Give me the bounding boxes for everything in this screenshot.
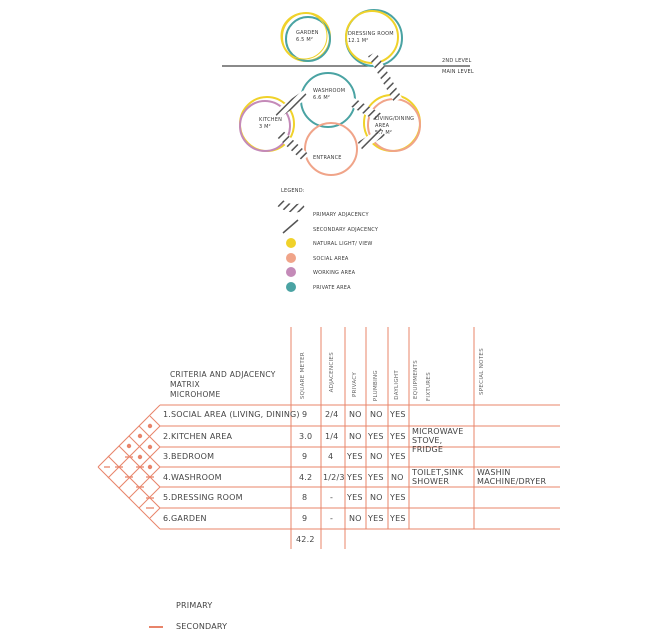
- row-3-daylight: YES: [390, 452, 406, 461]
- matrix-primary-dots: [126, 423, 153, 470]
- legend-primary-symbol: [277, 199, 306, 213]
- row-3-sqm: 9: [302, 452, 308, 461]
- row-2-plumbing: YES: [368, 432, 384, 441]
- row-3-privacy: YES: [347, 452, 363, 461]
- row-6-privacy: NO: [349, 514, 362, 523]
- dressing-area: 12.1 M²: [348, 38, 369, 44]
- matrix-secondary-marks: [104, 456, 154, 509]
- entrance-bubble: [304, 122, 358, 176]
- row-2-fixtures: MICROWAVE STOVE, FRIDGE: [412, 427, 464, 454]
- row-5-daylight: YES: [390, 493, 406, 502]
- header-special-notes: SPECIAL NOTES: [479, 348, 485, 395]
- key-primary-label: PRIMARY: [176, 601, 213, 610]
- kitchen-bubble: [239, 96, 295, 152]
- row-4-notes: WASHIN MACHINE/DRYER: [477, 468, 547, 486]
- legend-secondary-symbol: [282, 219, 299, 234]
- row-4-sqm: 4.2: [299, 473, 313, 482]
- row-4-name: 4.WASHROOM: [163, 473, 222, 482]
- row-1-sqm: 9: [302, 410, 308, 419]
- row-5-privacy: YES: [347, 493, 363, 502]
- row-5-adj: -: [330, 493, 334, 502]
- header-daylight: DAYLIGHT: [394, 370, 400, 400]
- row-4-privacy: YES: [347, 473, 363, 482]
- garden-area: 6.5 M²: [296, 37, 314, 43]
- header-adjacencies: ADJACENCIES: [329, 352, 335, 393]
- matrix-title-1: CRITERIA AND ADJACENCY: [170, 370, 276, 379]
- level-upper-label: 2ND LEVEL: [442, 58, 472, 64]
- row-6-sqm: 9: [302, 514, 308, 523]
- row-4-daylight: NO: [391, 473, 404, 482]
- matrix-title-2: MATRIX: [170, 380, 200, 389]
- row-1-privacy: NO: [349, 410, 362, 419]
- row-3-adj: 4: [328, 452, 334, 461]
- row-6-plumbing: YES: [368, 514, 384, 523]
- legend-private-dot: [286, 282, 296, 292]
- bubble-diagram: [222, 9, 470, 292]
- legend-item-natural-light: NATURAL LIGHT/ VIEW: [313, 241, 373, 247]
- row-5-name: 5.DRESSING ROOM: [163, 493, 243, 502]
- legend-title: LEGEND:: [281, 188, 305, 194]
- level-main-label: MAIN LEVEL: [442, 69, 474, 75]
- key-secondary-label: SECONDARY: [176, 622, 228, 631]
- kitchen-label: KITCHEN: [259, 117, 283, 123]
- row-6-daylight: YES: [390, 514, 406, 523]
- row-3-plumbing: NO: [370, 452, 383, 461]
- dressing-label: DRESSING ROOM: [348, 31, 394, 37]
- legend-natural-light-dot: [286, 238, 296, 248]
- garden-label: GARDEN: [296, 30, 319, 36]
- row-1-name: 1.SOCIAL AREA (LIVING, DINING): [163, 410, 300, 419]
- total-sqm: 42.2: [296, 535, 315, 544]
- legend-item-social: SOCIAL AREA: [313, 256, 349, 262]
- entrance-label: ENTRANCE: [313, 155, 342, 161]
- primary-adjacency-washroom-living: [349, 98, 383, 122]
- row-2-adj: 1/4: [325, 432, 339, 441]
- row-5-plumbing: NO: [370, 493, 383, 502]
- row-4-adj: 1/2/3: [323, 473, 345, 482]
- legend-item-primary: PRIMARY ADJACENCY: [313, 212, 369, 218]
- row-2-daylight: YES: [390, 432, 406, 441]
- primary-adjacency-entrance-living: [357, 128, 386, 150]
- primary-adjacency-dressing-living: [368, 51, 402, 103]
- kitchen-area: 3 M²: [259, 124, 271, 130]
- row-2-sqm: 3.0: [299, 432, 313, 441]
- header-privacy: PRIVACY: [352, 372, 358, 398]
- living-label-1: LIVING/DINING: [375, 116, 415, 122]
- row-1-plumbing: NO: [370, 410, 383, 419]
- header-plumbing: PLUMBING: [373, 370, 379, 402]
- primary-adjacency-kitchen-washroom: [273, 90, 309, 119]
- legend-social-dot: [286, 253, 296, 263]
- matrix-grid: [97, 327, 560, 549]
- legend-item-secondary: SECONDARY ADJACENCY: [313, 227, 379, 233]
- washroom-area: 6.6 M²: [313, 95, 331, 101]
- header-square-meter: SQUARE METER: [300, 352, 306, 400]
- living-area: 5.7 M²: [375, 130, 393, 136]
- legend-working-dot: [286, 267, 296, 277]
- matrix-title-3: MICROHOME: [170, 390, 221, 399]
- row-6-name: 6.GARDEN: [163, 514, 207, 523]
- header-fixtures: FIXTURES: [426, 372, 432, 402]
- row-1-daylight: YES: [390, 410, 406, 419]
- row-5-sqm: 8: [302, 493, 308, 502]
- row-4-plumbing: YES: [368, 473, 384, 482]
- row-2-name: 2.KITCHEN AREA: [163, 432, 233, 441]
- living-label-2: AREA: [375, 123, 390, 129]
- row-3-name: 3.BEDROOM: [163, 452, 215, 461]
- header-equipments: EQUIPMENTS: [413, 360, 419, 399]
- washroom-label: WASHROOM: [313, 88, 346, 94]
- key-secondary-symbol: [149, 626, 163, 628]
- row-6-adj: -: [330, 514, 334, 523]
- legend-item-working: WORKING AREA: [313, 270, 356, 276]
- row-4-fixtures: TOILET,SINK SHOWER: [412, 468, 464, 486]
- garden-bubble: [280, 12, 331, 62]
- legend-item-private: PRIVATE AREA: [313, 285, 351, 291]
- row-1-adj: 2/4: [325, 410, 339, 419]
- primary-adjacency-kitchen-entrance: [276, 130, 310, 162]
- row-2-privacy: NO: [349, 432, 362, 441]
